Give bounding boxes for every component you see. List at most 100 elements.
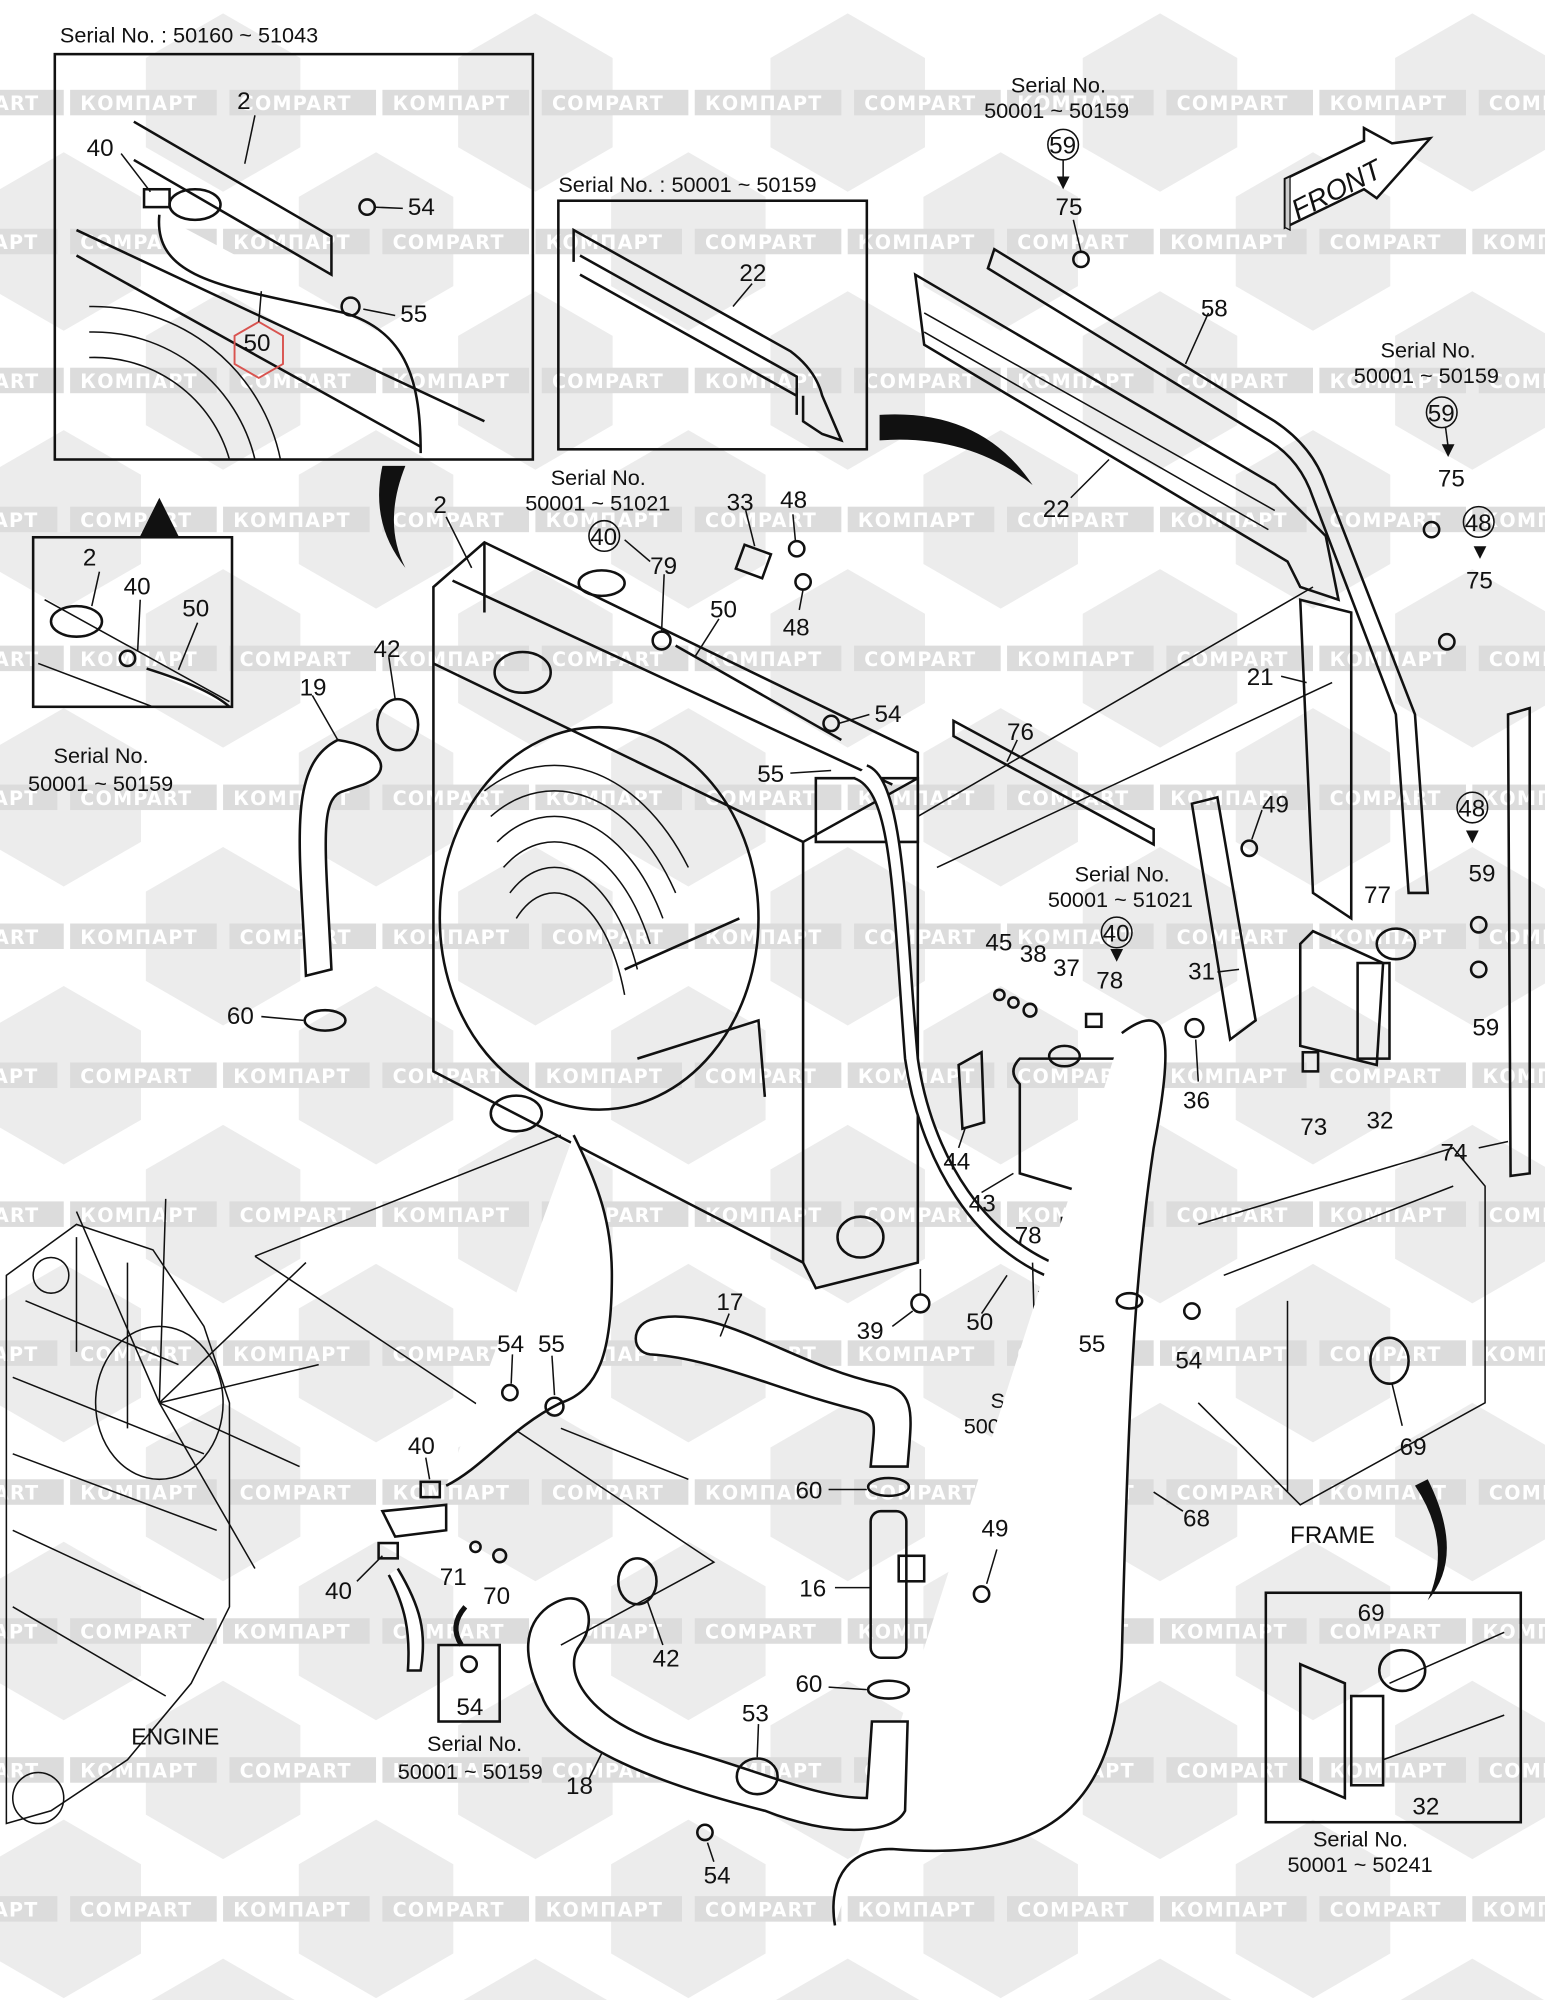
callout-69: 69 (1358, 1600, 1385, 1627)
watermark-text: КОМПАРТ (858, 1343, 976, 1366)
callout-54: 54 (497, 1331, 524, 1358)
watermark-text: COMPART (864, 370, 976, 393)
watermark-text: COMPART (1177, 370, 1289, 393)
watermark-text: COMPART (393, 1899, 505, 1922)
radiator-cap (577, 569, 626, 598)
watermark-text: COMPART (705, 1065, 817, 1088)
callout-60: 60 (795, 1671, 822, 1698)
inset-frame (1264, 1591, 1523, 1824)
ref-59: 59 (1049, 133, 1076, 160)
watermark-text: КОМПАРТ (858, 231, 976, 254)
watermark-text: КОМПАРТ (393, 648, 511, 671)
watermark-text: КОМПАРТ (705, 926, 823, 949)
watermark-text: КОМПАРТ (393, 1760, 511, 1783)
watermark-text: COMPART (552, 370, 664, 393)
callout-2: 2 (237, 88, 250, 115)
watermark-text: КОМПАРТ (1170, 1899, 1288, 1922)
callout-40: 40 (408, 1433, 435, 1460)
callout-36: 36 (1183, 1087, 1210, 1114)
hose-19: 19 (298, 674, 383, 978)
grommet-77 (1375, 927, 1417, 961)
watermark-text: COMPART (1017, 1899, 1129, 1922)
callout-59: 59 (1469, 860, 1496, 887)
watermark-text: COMPART (1489, 1204, 1545, 1227)
callout-54: 54 (456, 1694, 483, 1721)
inset-frame (53, 52, 535, 461)
callout-49: 49 (1262, 792, 1289, 819)
pointer-arrow-22 (879, 414, 1033, 485)
watermark-text: COMPART (552, 926, 664, 949)
watermark-text: КОМПАРТ (1330, 370, 1448, 393)
watermark-text: КОМПАРТ (546, 1899, 664, 1922)
serial-label-line2: 50001 ~ 50159 (984, 98, 1129, 123)
watermark-text: КОМПАРТ (1330, 1760, 1448, 1783)
watermark-text: КОМПАРТ (393, 926, 511, 949)
watermark-text: КОМПАРТ (1330, 648, 1448, 671)
watermark-text: COMPART (393, 787, 505, 810)
drain-port (836, 1215, 885, 1259)
callout-39: 39 (857, 1318, 884, 1345)
watermark-text: COMPART (705, 1621, 817, 1644)
clamp-60-lower: 60 (795, 1671, 911, 1700)
callout-19: 19 (300, 674, 327, 701)
watermark-text: COMPART (864, 926, 976, 949)
watermark-text: КОМПАРТ (1483, 509, 1545, 532)
fan-shroud (438, 725, 760, 1111)
watermark-text: КОМПАРТ (858, 1899, 976, 1922)
callout-75: 75 (1438, 465, 1465, 492)
callout-75: 75 (1466, 567, 1493, 594)
callout-49: 49 (982, 1516, 1009, 1543)
callout-70: 70 (483, 1583, 510, 1610)
watermark-text: КОМПАРТ (1017, 92, 1135, 115)
watermark-text: КОМПАРТ (80, 648, 198, 671)
radiator-edge (75, 228, 485, 448)
watermark-text: КОМПАРТ (546, 1065, 664, 1088)
bolt-75-right: Serial No. 50001 ~ 50159 59 75 48 75 (1354, 338, 1499, 651)
callout-60: 60 (795, 1477, 822, 1504)
watermark-text: COMPART (705, 231, 817, 254)
watermark-text: COMPART (80, 787, 192, 810)
watermark-text: COMPART (1489, 648, 1545, 671)
watermark-text: КОМПАРТ (0, 1065, 39, 1088)
watermark-text: КОМПАРТ (233, 1621, 351, 1644)
watermark-text: КОМПАРТ (1483, 1343, 1545, 1366)
serial-label-line1: Serial No. (1381, 338, 1476, 363)
hose-68 (832, 1019, 1167, 1926)
callout-54: 54 (704, 1862, 731, 1889)
callout-53: 53 (742, 1701, 769, 1728)
watermark-text: КОМПАРТ (80, 1760, 198, 1783)
watermark-text: COMPART (393, 1065, 505, 1088)
inset-bottom-right: 69 32 Serial No. 50001 ~ 50241 (1264, 1591, 1523, 1877)
callout-55: 55 (1078, 1331, 1105, 1358)
hose-50 (146, 667, 231, 708)
watermark-tile: КОМПАРТ COMPART (382, 847, 689, 1026)
serial-label-line2: 50001 ~ 51021 (525, 490, 670, 515)
watermark-text: КОМПАРТ (233, 1343, 351, 1366)
fitting-40 (118, 649, 137, 668)
clamp-42-upper: 42 (374, 636, 420, 752)
watermark-text: COMPART (705, 787, 817, 810)
watermark-text: КОМПАРТ (0, 787, 39, 810)
clamp-60-left: 60 (227, 1003, 347, 1032)
seal-58: 58 (986, 247, 1430, 895)
watermark-text: COMPART (705, 1899, 817, 1922)
watermark-text: COMPART (1489, 1482, 1545, 1505)
